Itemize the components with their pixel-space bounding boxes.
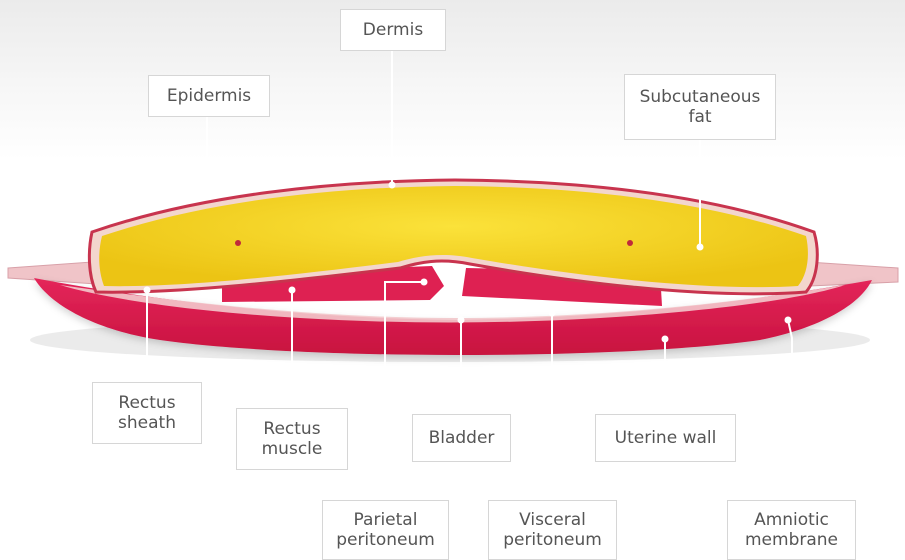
- label-rectus-sheath: Rectus sheath: [92, 382, 202, 444]
- label-rectus-muscle: Rectus muscle: [236, 408, 348, 470]
- label-amniotic-membrane: Amniotic membrane: [727, 500, 856, 560]
- label-dermis: Dermis: [340, 9, 446, 51]
- dot-parietal-peritoneum: [421, 279, 428, 286]
- label-subcutaneous-fat: Subcutaneous fat: [624, 74, 776, 140]
- dot-amniotic-membrane: [785, 317, 792, 324]
- right-skin-flap: [808, 262, 898, 286]
- label-visceral-peritoneum: Visceral peritoneum: [488, 500, 617, 560]
- fat-hole-left: [235, 240, 241, 246]
- fat-hole-right: [627, 240, 633, 246]
- dot-dermis: [389, 182, 396, 189]
- label-parietal-peritoneum: Parietal peritoneum: [322, 500, 449, 560]
- dot-rectus-sheath: [144, 287, 151, 294]
- dot-bladder: [458, 317, 465, 324]
- leader-parietal-peritoneum: [385, 282, 424, 500]
- dot-uterine-wall: [662, 336, 669, 343]
- label-epidermis: Epidermis: [148, 75, 270, 117]
- dot-epidermis: [204, 193, 211, 200]
- label-bladder: Bladder: [412, 414, 511, 462]
- label-uterine-wall: Uterine wall: [595, 414, 736, 462]
- dot-rectus-muscle: [289, 287, 296, 294]
- left-skin-flap: [8, 262, 96, 284]
- dot-visceral-peritoneum: [549, 310, 556, 317]
- dot-subcutaneous-fat: [697, 244, 704, 251]
